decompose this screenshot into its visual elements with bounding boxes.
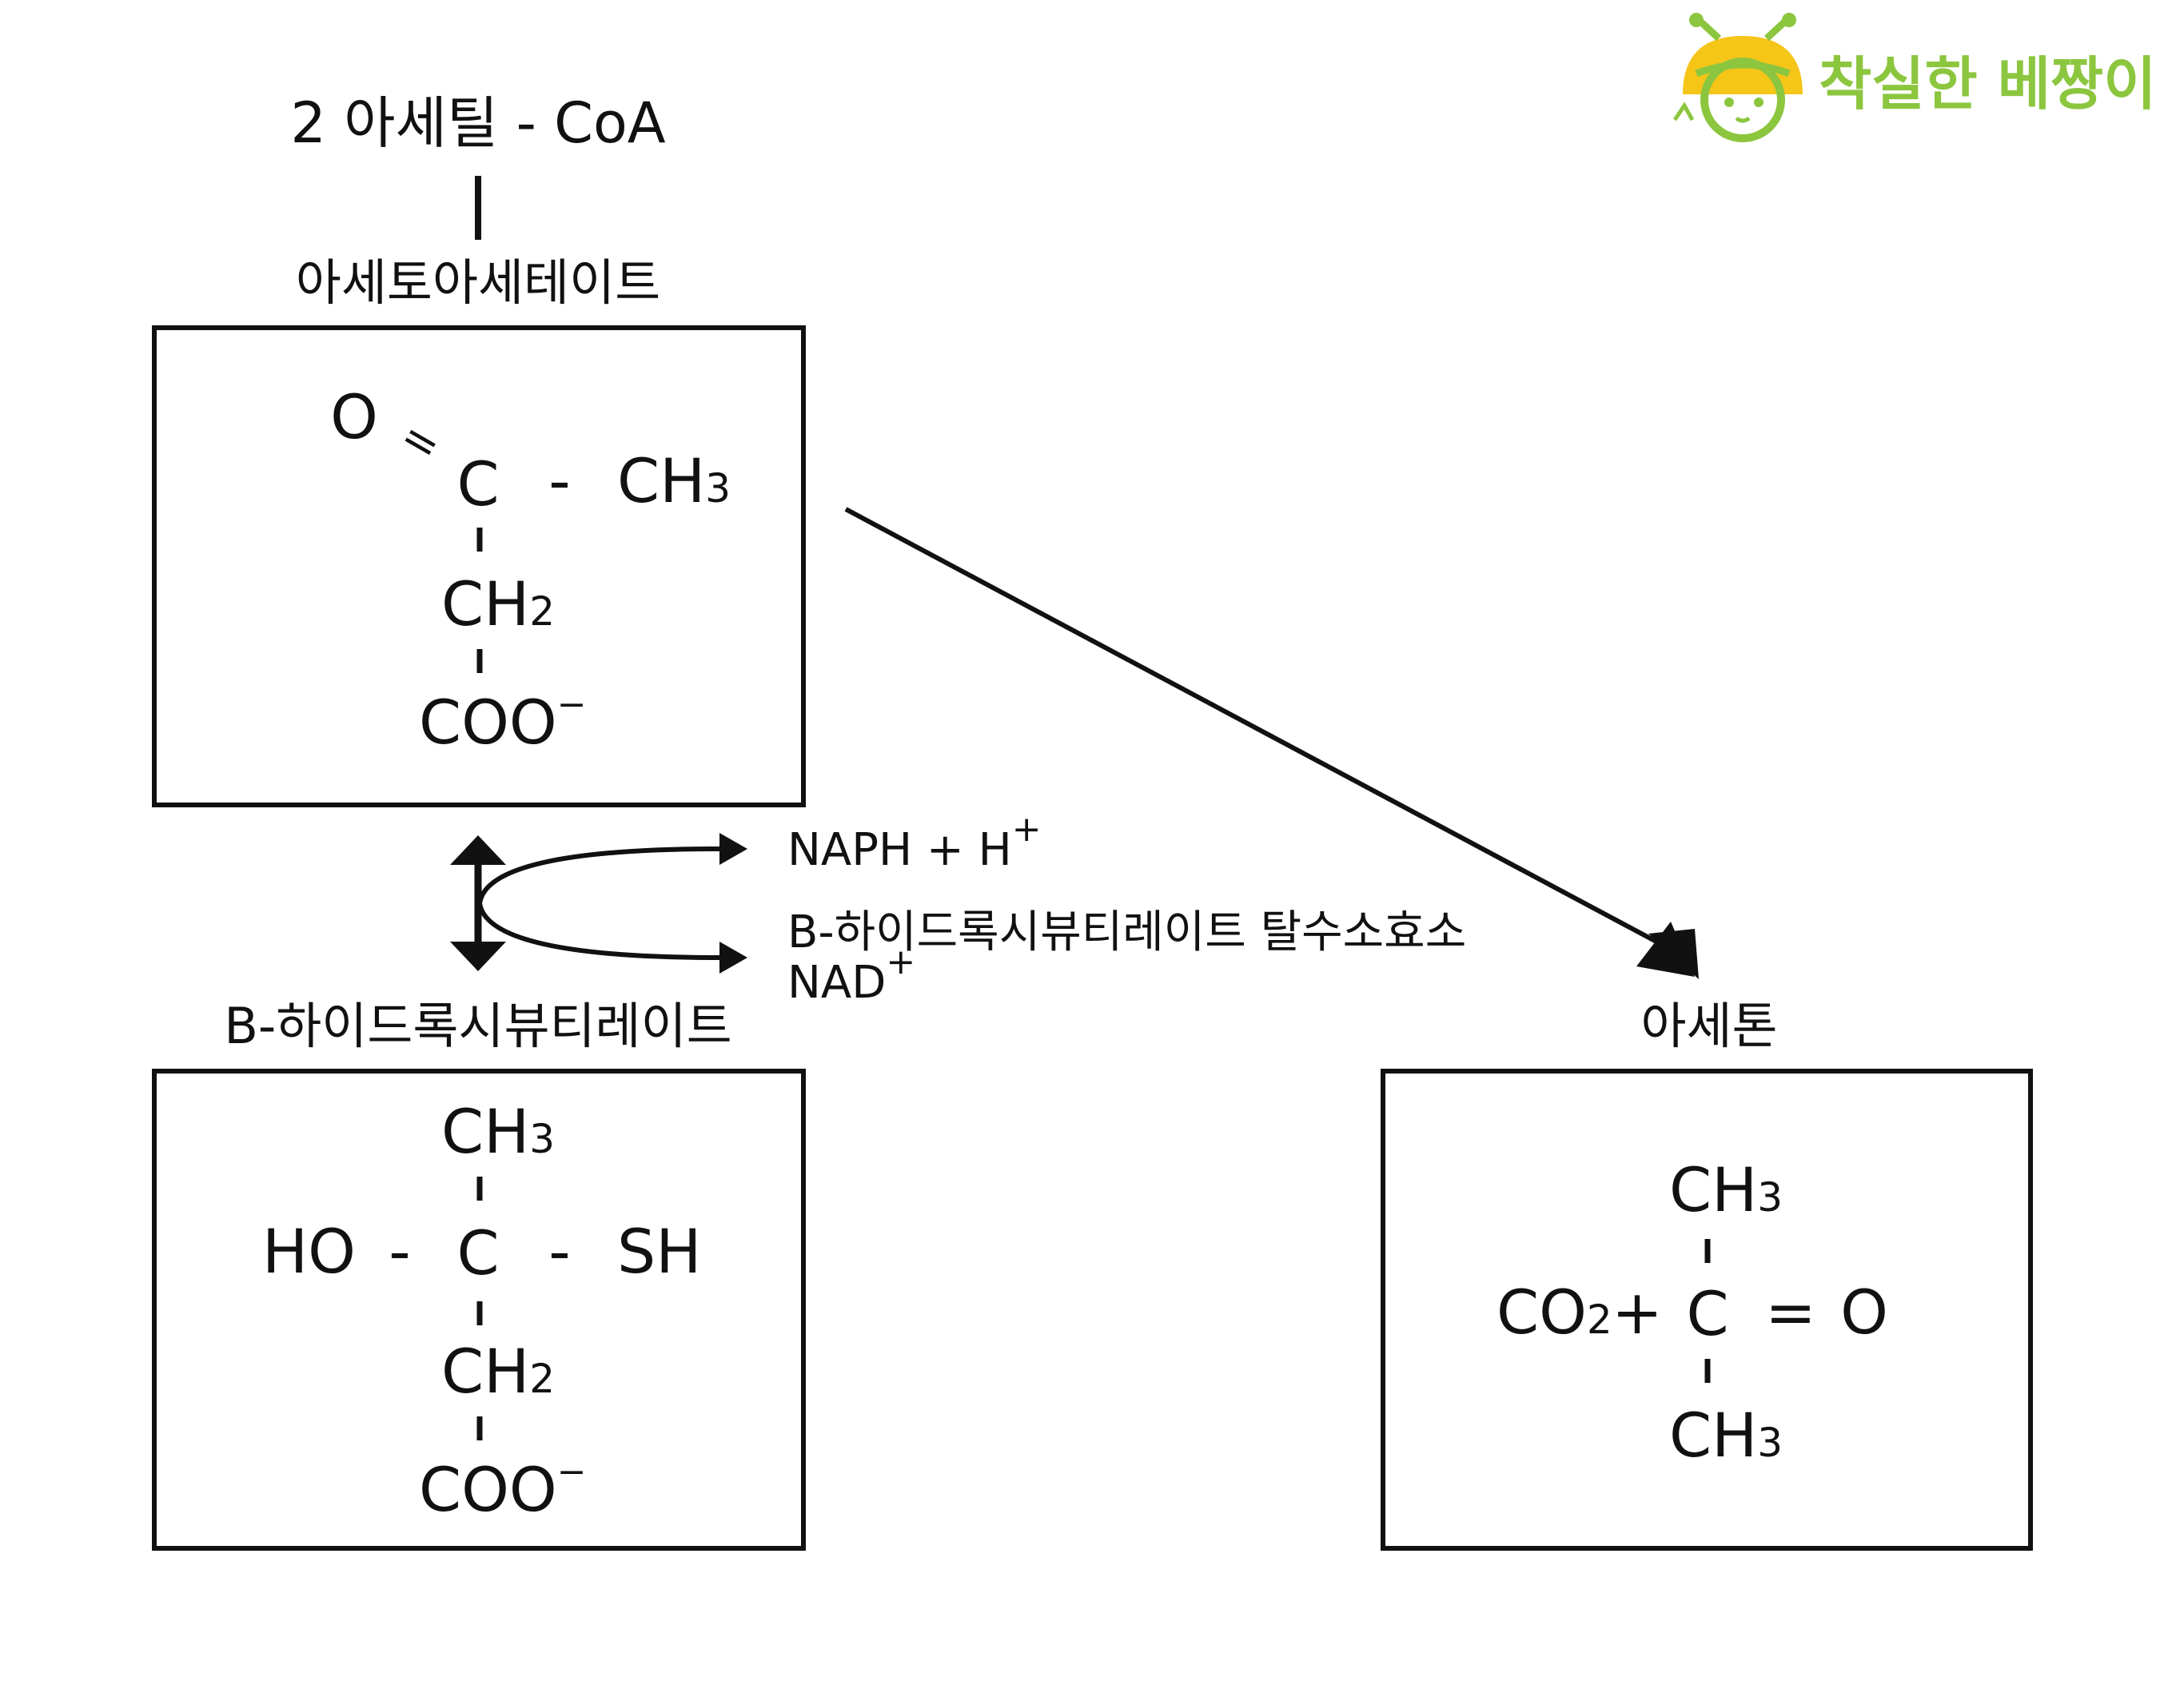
reaction-enzyme: B-하이드록시뷰티레이트 탈수소효소 xyxy=(787,906,1466,958)
acetoacetate-name: 아세토아세테이트 xyxy=(296,253,660,312)
acetone-double-bond: = xyxy=(1765,1277,1816,1348)
acetone-oxygen: O xyxy=(1840,1277,1888,1348)
acetone-box xyxy=(1381,1069,2033,1551)
hydroxybutyrate-ch2: CH2 xyxy=(441,1336,555,1407)
acetoacetate-ch3: CH3 xyxy=(617,445,731,516)
acetoacetate-carbon: C xyxy=(456,448,499,520)
hydroxybutyrate-sh: SH xyxy=(617,1216,701,1287)
hydroxybutyrate-coo: COO− xyxy=(419,1452,587,1525)
hydroxybutyrate-carbon: C xyxy=(456,1217,499,1289)
acetone-arrow xyxy=(844,507,1658,944)
acetone-co2: CO2 xyxy=(1497,1277,1612,1348)
acetoacetate-bond: - xyxy=(548,445,570,516)
acetone-ch3-bottom: CH3 xyxy=(1669,1400,1783,1471)
acetoacetate-ch2: CH2 xyxy=(441,568,555,639)
acetone-plus: + xyxy=(1612,1277,1663,1348)
bee-mascot-icon xyxy=(1672,13,1803,142)
hydroxybutyrate-ho: HO xyxy=(262,1216,356,1287)
hydroxybutyrate-structure: CH3 HO - C - SH CH2 COO− xyxy=(262,1096,701,1525)
hydroxybutyrate-bond-right: - xyxy=(548,1216,570,1287)
acetoacetate-oxygen: O xyxy=(330,381,378,452)
acetone-carbon: C xyxy=(1686,1278,1728,1349)
reaction-cofactor: NAD+ xyxy=(787,942,915,1009)
logo-text: 착실한 베짱이 xyxy=(1819,50,2157,118)
acetone-name: 아세톤 xyxy=(1640,997,1777,1055)
acetoacetate-double-bond: = xyxy=(392,410,450,474)
reaction-product-top: NAPH + H+ xyxy=(787,809,1042,876)
hydroxybutyrate-bond-left: - xyxy=(389,1216,410,1287)
hydroxybutyrate-box xyxy=(152,1069,806,1551)
acetone-structure: CH3 CO2 + C = O CH3 xyxy=(1497,1154,1888,1471)
acetoacetate-coo: COO− xyxy=(419,684,587,758)
hydroxybutyrate-name: B-하이드록시뷰티레이트 xyxy=(224,997,731,1055)
acetone-ch3-top: CH3 xyxy=(1669,1154,1783,1225)
start-label: 2 아세틸 - CoA xyxy=(290,90,665,156)
logo: 착실한 베짱이 xyxy=(1672,13,2157,142)
acetoacetate-box xyxy=(152,325,806,807)
acetoacetate-structure: O = C - CH3 CH2 COO− xyxy=(330,381,731,758)
hydroxybutyrate-ch3: CH3 xyxy=(441,1096,555,1167)
reversible-reaction-arrow xyxy=(450,833,747,974)
